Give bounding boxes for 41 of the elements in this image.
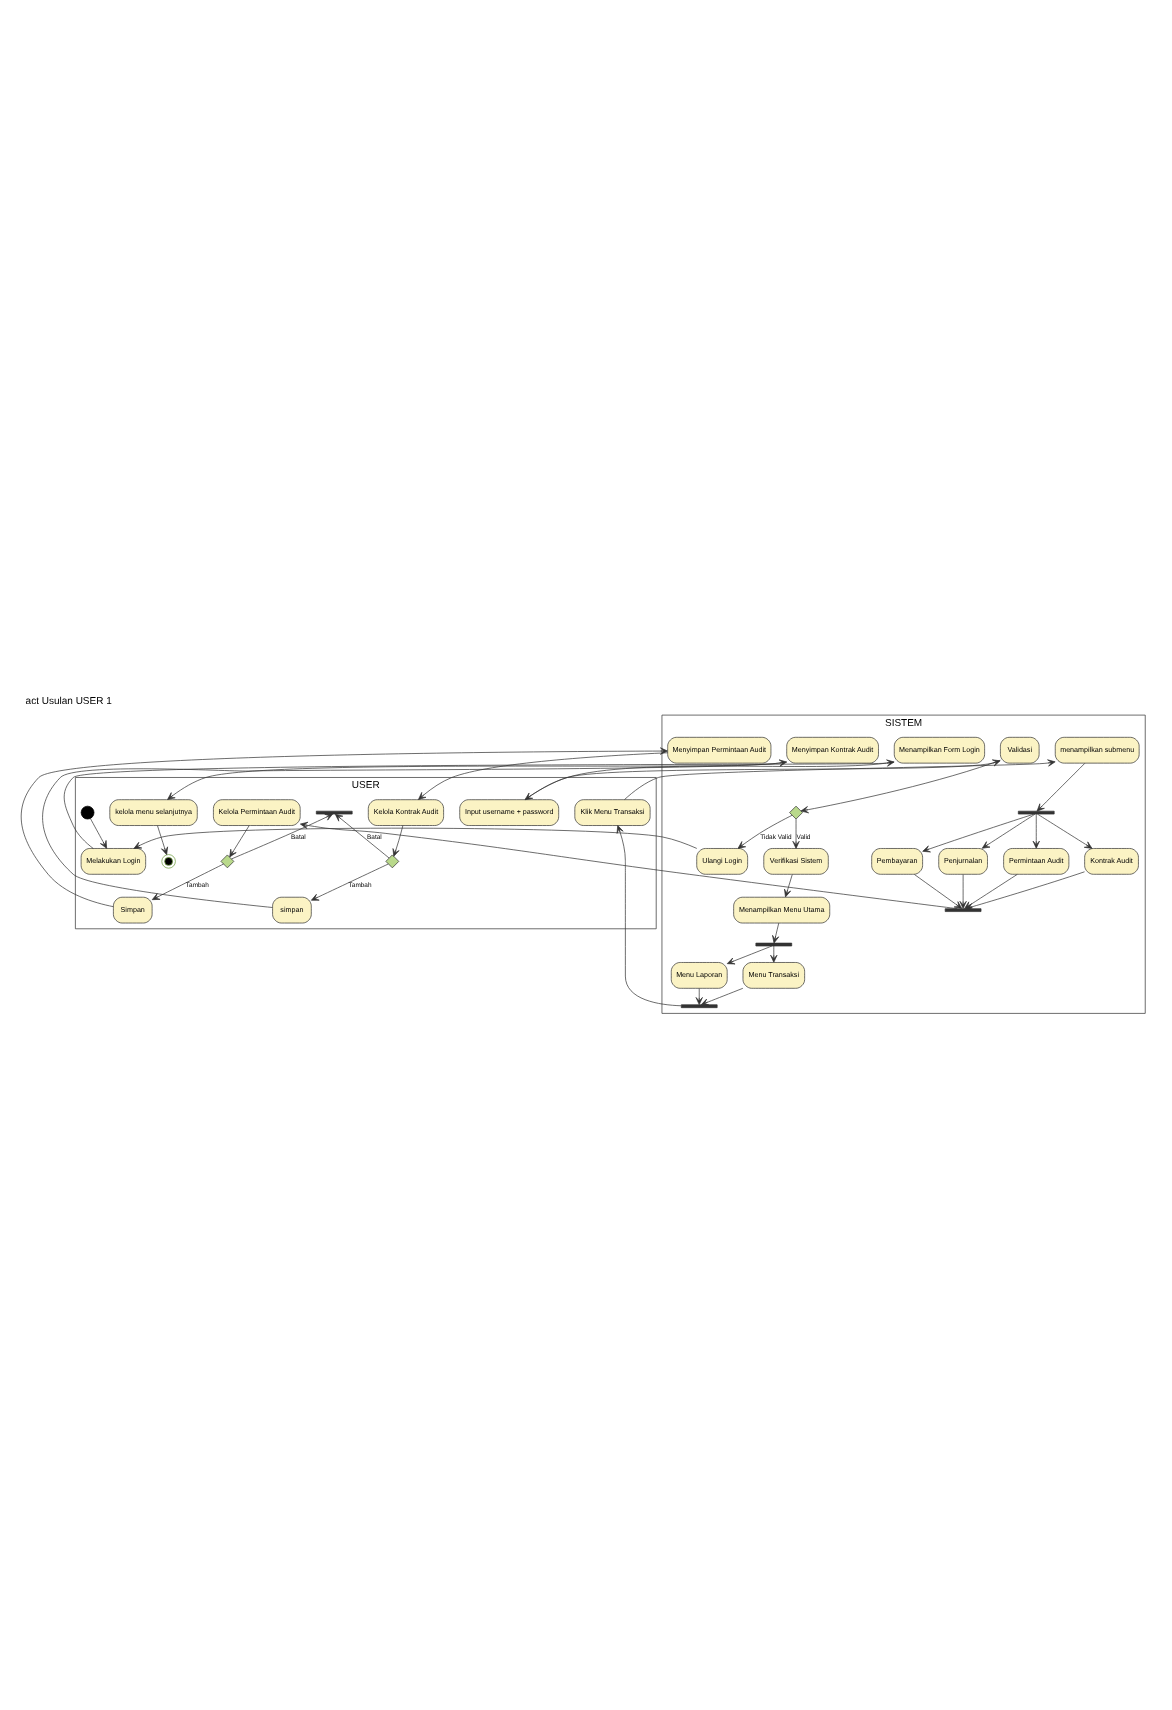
node-bar <box>1017 809 1055 814</box>
arrow <box>42 758 787 907</box>
arrow <box>392 824 404 856</box>
arrow <box>772 921 780 943</box>
arrow <box>792 817 800 848</box>
arrow <box>334 812 390 858</box>
arrow <box>418 751 668 799</box>
node-diamond <box>789 804 803 819</box>
node-bar <box>315 809 353 814</box>
node-diamond <box>220 853 235 868</box>
arrow <box>300 820 958 909</box>
arrow <box>229 824 250 857</box>
arrow <box>231 812 333 859</box>
arrow <box>616 824 682 1006</box>
arrow <box>959 873 967 908</box>
arrow <box>695 987 703 1004</box>
arrow <box>726 944 773 964</box>
arrow <box>1032 812 1040 848</box>
arrow <box>922 812 1035 852</box>
arrow <box>784 873 793 897</box>
arrow <box>157 824 168 854</box>
arrow <box>524 760 895 800</box>
arrow <box>133 826 698 848</box>
arrow <box>737 813 793 848</box>
arrow <box>167 760 787 799</box>
arrow <box>1037 812 1093 848</box>
arrow <box>151 862 224 900</box>
node-diamond <box>385 853 400 868</box>
arrow <box>310 862 389 900</box>
arrow <box>1036 761 1086 811</box>
arrow <box>914 873 963 908</box>
arrow <box>770 944 778 962</box>
node-circle <box>80 804 95 819</box>
node-bar <box>755 941 793 946</box>
arrow <box>20 746 668 907</box>
arrow <box>63 758 895 848</box>
node-bar <box>944 907 982 911</box>
arrow <box>90 817 107 848</box>
arrow <box>700 986 744 1005</box>
arrow <box>981 812 1036 848</box>
node-bar <box>680 1003 718 1007</box>
